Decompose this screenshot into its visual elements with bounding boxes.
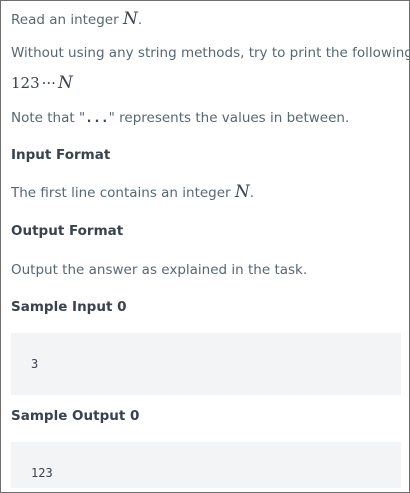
- input-format-line: The first line contains an integer N.: [11, 183, 254, 202]
- intro-line: Read an integer N.: [11, 10, 142, 29]
- sample-output-codebox: 123: [11, 442, 401, 488]
- output-format-text: Output the answer as explained in the ta…: [11, 262, 308, 278]
- sample-output-heading: Sample Output 0: [11, 408, 140, 424]
- input-format-text: The first line contains an integer: [11, 185, 235, 201]
- input-format-period: .: [249, 185, 255, 201]
- sample-input-code: 3: [31, 357, 39, 371]
- formula-digits: 123: [11, 74, 40, 92]
- sample-input-heading: Sample Input 0: [11, 299, 127, 315]
- input-format-variable: N: [234, 182, 250, 202]
- output-format-heading: Output Format: [11, 223, 124, 239]
- note-line: Note that "..." represents the values in…: [11, 109, 349, 128]
- formula: 123···N: [11, 73, 73, 93]
- note-prefix: Note that ": [11, 110, 86, 126]
- input-format-heading: Input Format: [11, 147, 111, 163]
- intro-variable: N: [122, 9, 138, 29]
- note-suffix: " represents the values in between.: [108, 110, 350, 126]
- intro-text: Read an integer: [11, 12, 123, 28]
- formula-variable: N: [57, 73, 73, 93]
- intro-period: .: [137, 12, 143, 28]
- sample-input-codebox: 3: [11, 333, 401, 395]
- formula-dots: ···: [41, 74, 56, 92]
- note-dots: ...: [85, 111, 109, 126]
- sample-output-code: 123: [31, 466, 53, 480]
- instruction-text: Without using any string methods, try to…: [11, 45, 410, 61]
